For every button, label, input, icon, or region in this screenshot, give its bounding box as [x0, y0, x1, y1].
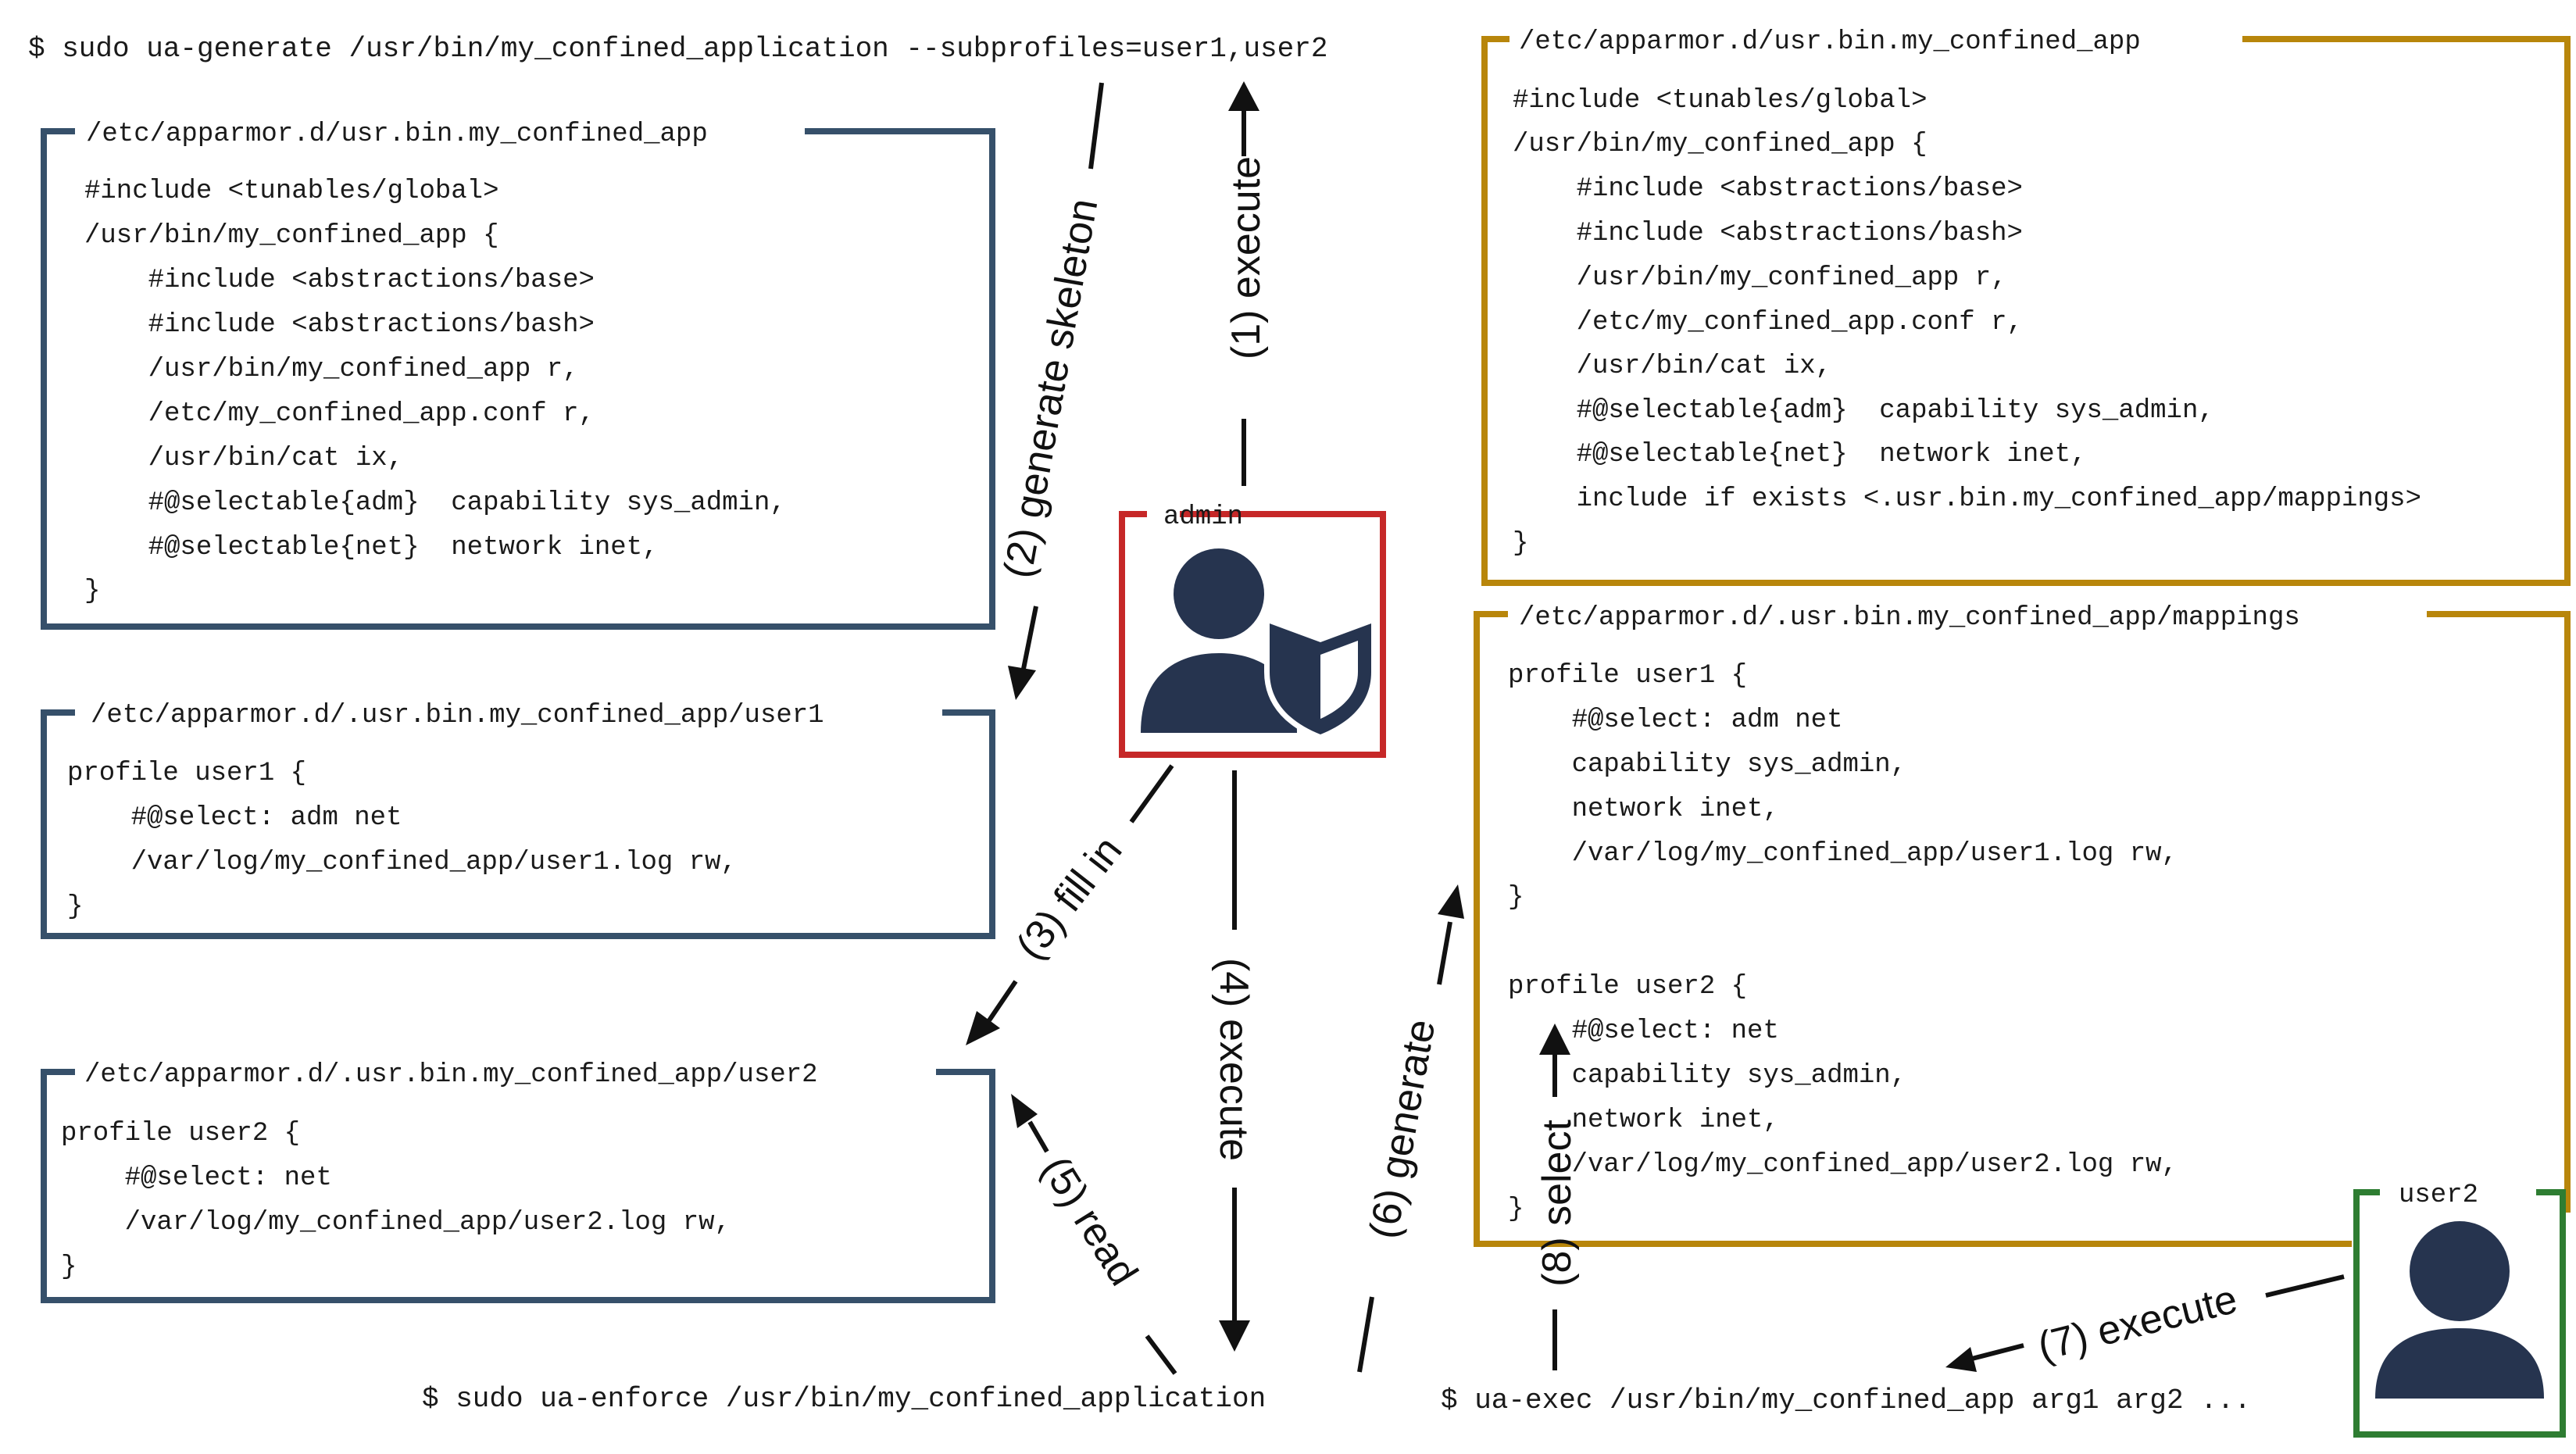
step7-arrow	[1945, 1274, 2345, 1372]
step4-label: (4) execute	[1211, 958, 1256, 1161]
mappings-box: /etc/apparmor.d/.usr.bin.my_confined_app…	[1474, 603, 2571, 1247]
user2-actor: user2	[2353, 1181, 2566, 1438]
step2-arrow	[1008, 82, 1104, 700]
user2-subprofile-title: /etc/apparmor.d/.usr.bin.my_confined_app…	[84, 1060, 818, 1090]
step3-arrow	[966, 764, 1174, 1045]
step3-label: (3) fill in	[1008, 828, 1131, 968]
step1-arrow	[1228, 81, 1259, 486]
user1-subprofile-title: /etc/apparmor.d/.usr.bin.my_confined_app…	[91, 701, 824, 731]
mappings-code: profile user1 { #@select: adm net capabi…	[1508, 661, 2178, 1224]
step7-label: (7) execute	[2034, 1277, 2242, 1370]
enforced-profile-title: /etc/apparmor.d/usr.bin.my_confined_app	[1519, 27, 2141, 57]
user-icon	[2375, 1221, 2544, 1399]
admin-actor: admin	[1119, 502, 1386, 758]
generate-command: $ sudo ua-generate /usr/bin/my_confined_…	[28, 33, 1327, 65]
admin-label: admin	[1163, 502, 1243, 532]
step1-label: (1) execute	[1224, 156, 1269, 359]
skeleton-profile-code: #include <tunables/global> /usr/bin/my_c…	[0, 0, 898, 606]
admin-shield-icon	[1141, 548, 1377, 741]
exec-command: $ ua-exec /usr/bin/my_confined_app arg1 …	[1441, 1384, 2251, 1416]
mappings-title: /etc/apparmor.d/.usr.bin.my_confined_app…	[1519, 603, 2300, 633]
step5-arrow	[1011, 1094, 1177, 1375]
user1-subprofile-box: /etc/apparmor.d/.usr.bin.my_confined_app…	[0, 0, 995, 939]
user2-subprofile-code: profile user2 { #@select: net /var/log/m…	[0, 0, 842, 1282]
enforce-command: $ sudo ua-enforce /usr/bin/my_confined_a…	[422, 1383, 1266, 1415]
step8-label: (8) select	[1535, 1120, 1580, 1287]
enforced-profile-code: #include <tunables/global> /usr/bin/my_c…	[0, 0, 2533, 559]
step4-arrow	[1219, 770, 1250, 1352]
step6-arrow	[1357, 884, 1464, 1373]
user2-label: user2	[2399, 1181, 2478, 1210]
skeleton-profile-title: /etc/apparmor.d/usr.bin.my_confined_app	[86, 120, 708, 149]
user1-subprofile-code: profile user1 { #@select: adm net /var/l…	[0, 0, 849, 922]
step2-label: (2) generate skeleton	[995, 195, 1106, 581]
step6-label: (6) generate	[1361, 1016, 1444, 1242]
step5-label: (5) read	[1033, 1149, 1147, 1293]
user2-subprofile-box: /etc/apparmor.d/.usr.bin.my_confined_app…	[0, 0, 995, 1303]
enforced-profile-box: /etc/apparmor.d/usr.bin.my_confined_app …	[0, 0, 2571, 586]
skeleton-profile-box: /etc/apparmor.d/usr.bin.my_confined_app …	[0, 0, 995, 630]
step8-arrow	[1539, 1024, 1570, 1370]
